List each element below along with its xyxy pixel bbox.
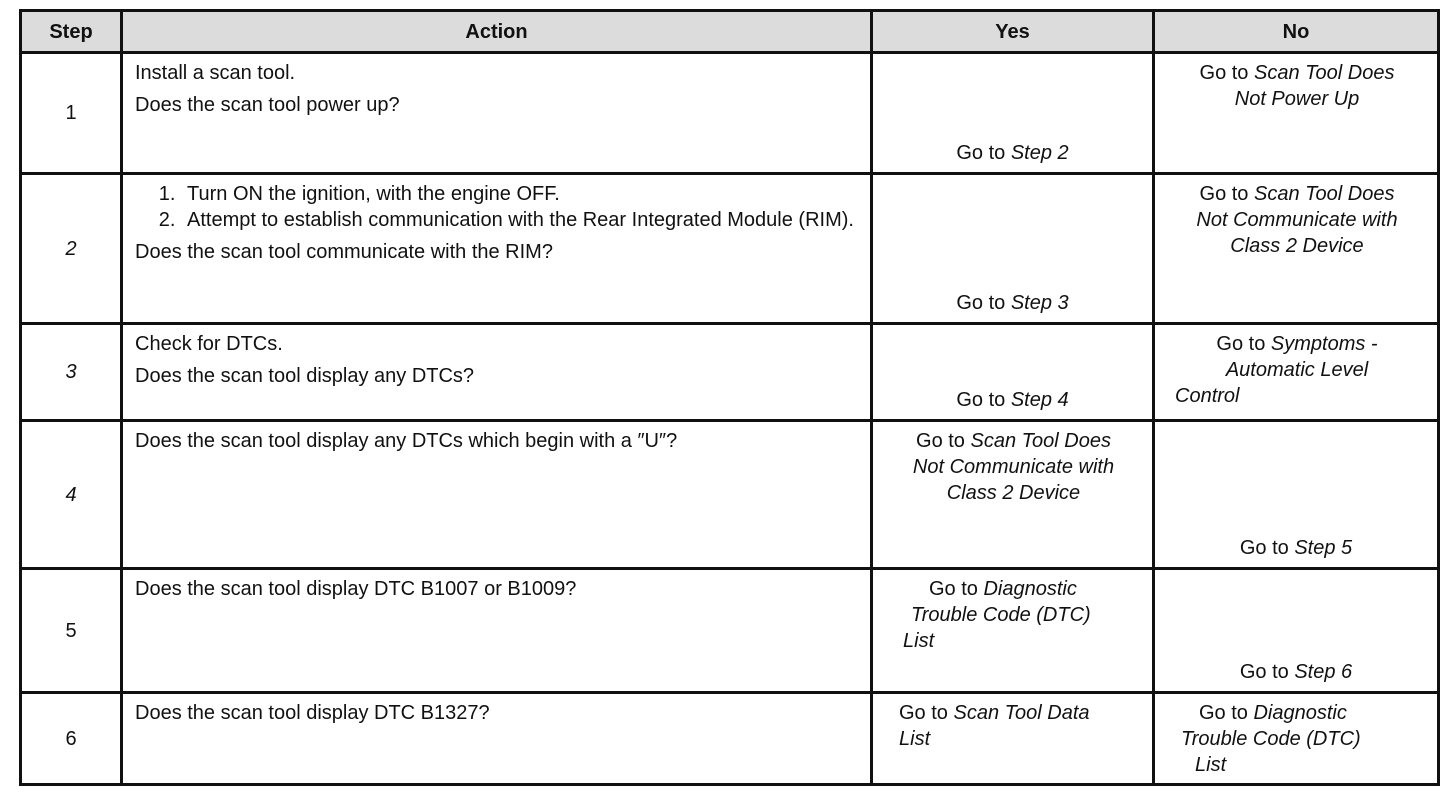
- yes-cell: Go to Scan Tool Does Not Communicate wit…: [870, 419, 1155, 570]
- yes-cell: Go to Step 2: [870, 51, 1155, 175]
- header-action: Action: [120, 9, 873, 54]
- yes-goto-link[interactable]: Go to Diagnostic Trouble Code (DTC) List: [903, 578, 1091, 652]
- table-row: 5 Does the scan tool display DTC B1007 o…: [19, 567, 1440, 694]
- no-cell: Go to Scan Tool Does Not Power Up: [1152, 51, 1440, 175]
- diagnostic-table: Step Action Yes No 1 Install a scan tool…: [19, 9, 1440, 786]
- no-cell: Go to Diagnostic Trouble Code (DTC) List: [1152, 691, 1440, 786]
- action-cell: Does the scan tool display DTC B1327?: [120, 691, 873, 786]
- no-goto-link[interactable]: Go to Symptoms - Automatic Level Control: [1175, 333, 1378, 407]
- no-cell: Go to Scan Tool Does Not Communicate wit…: [1152, 172, 1440, 325]
- header-yes: Yes: [870, 9, 1155, 54]
- diagnostic-table-page: Step Action Yes No 1 Install a scan tool…: [19, 9, 1440, 786]
- no-goto-link[interactable]: Go to Step 6: [1239, 661, 1353, 683]
- yes-goto-link[interactable]: Go to Scan Tool Data List: [899, 702, 1090, 750]
- table-row: 6 Does the scan tool display DTC B1327? …: [19, 691, 1440, 786]
- yes-goto-link[interactable]: Go to Step 3: [956, 292, 1069, 314]
- header-step: Step: [19, 9, 123, 54]
- no-cell: Go to Symptoms - Automatic Level Control: [1152, 322, 1440, 422]
- action-steps-list: Turn ON the ignition, with the engine OF…: [125, 181, 869, 233]
- table-row: 3 Check for DTCs. Does the scan tool dis…: [19, 322, 1440, 422]
- no-goto-link[interactable]: Go to Scan Tool Does Not Communicate wit…: [1196, 183, 1398, 257]
- action-question: Does the scan tool display DTC B1327?: [135, 702, 490, 724]
- step-number: 6: [19, 691, 123, 786]
- action-step-item: Attempt to establish communication with …: [181, 207, 869, 233]
- action-question: Does the scan tool power up?: [135, 94, 400, 116]
- yes-cell: Go to Scan Tool Data List: [870, 691, 1155, 786]
- no-cell: Go to Step 5: [1152, 419, 1440, 570]
- table-row: 2 Turn ON the ignition, with the engine …: [19, 172, 1440, 325]
- step-number: 1: [19, 51, 123, 175]
- action-text: Install a scan tool.: [135, 62, 296, 84]
- yes-cell: Go to Step 3: [870, 172, 1155, 325]
- step-number: 4: [19, 419, 123, 570]
- yes-goto-link[interactable]: Go to Scan Tool Does Not Communicate wit…: [912, 430, 1115, 504]
- action-question: Does the scan tool display any DTCs whic…: [135, 430, 678, 452]
- action-cell: Does the scan tool display any DTCs whic…: [120, 419, 873, 570]
- action-question: Does the scan tool display any DTCs?: [135, 365, 475, 387]
- action-step-item: Turn ON the ignition, with the engine OF…: [181, 181, 869, 207]
- no-goto-link[interactable]: Go to Step 5: [1239, 537, 1353, 559]
- step-number: 5: [19, 567, 123, 694]
- header-no: No: [1152, 9, 1440, 54]
- step-number: 2: [19, 172, 123, 325]
- action-cell: Turn ON the ignition, with the engine OF…: [120, 172, 873, 325]
- step-number: 3: [19, 322, 123, 422]
- table-header-row: Step Action Yes No: [19, 9, 1440, 54]
- action-question: Does the scan tool display DTC B1007 or …: [135, 578, 577, 600]
- yes-cell: Go to Diagnostic Trouble Code (DTC) List: [870, 567, 1155, 694]
- action-cell: Install a scan tool. Does the scan tool …: [120, 51, 873, 175]
- action-cell: Check for DTCs. Does the scan tool displ…: [120, 322, 873, 422]
- no-goto-link[interactable]: Go to Diagnostic Trouble Code (DTC) List: [1181, 702, 1361, 776]
- action-text: Check for DTCs.: [135, 333, 283, 355]
- table-row: 4 Does the scan tool display any DTCs wh…: [19, 419, 1440, 570]
- yes-cell: Go to Step 4: [870, 322, 1155, 422]
- yes-goto-link[interactable]: Go to Step 2: [956, 142, 1069, 164]
- no-goto-link[interactable]: Go to Scan Tool Does Not Power Up: [1199, 62, 1395, 110]
- table-row: 1 Install a scan tool. Does the scan too…: [19, 51, 1440, 175]
- action-question: Does the scan tool communicate with the …: [135, 241, 553, 263]
- action-cell: Does the scan tool display DTC B1007 or …: [120, 567, 873, 694]
- no-cell: Go to Step 6: [1152, 567, 1440, 694]
- yes-goto-link[interactable]: Go to Step 4: [956, 389, 1069, 411]
